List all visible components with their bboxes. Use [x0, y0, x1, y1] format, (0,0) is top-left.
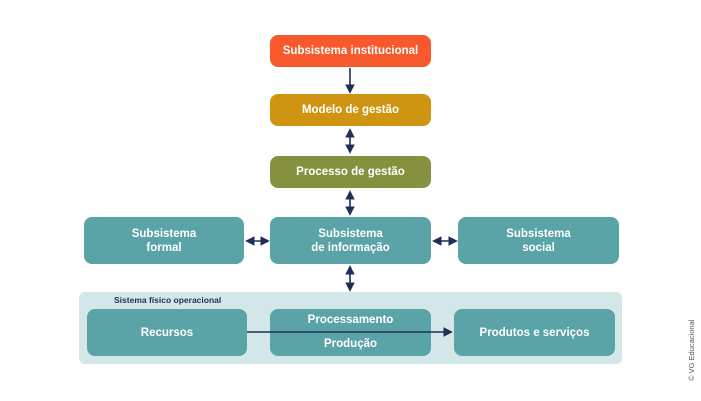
- copyright-credit: © VG Educacional: [687, 319, 696, 381]
- node-label: Modelo de gestão: [301, 104, 400, 116]
- node-subsistema-formal: Subsistema formal: [84, 217, 244, 264]
- node-label-line1: Subsistema: [131, 227, 197, 240]
- node-recursos: Recursos: [87, 309, 247, 356]
- node-label-line2: social: [522, 241, 555, 254]
- node-modelo-de-gestao: Modelo de gestão: [270, 94, 431, 126]
- node-label: Recursos: [140, 326, 194, 339]
- node-produtos-e-servicos: Produtos e serviços: [454, 309, 615, 356]
- node-subsistema-de-informacao: Subsistema de informação: [270, 217, 431, 264]
- node-label-line1: Subsistema: [506, 227, 571, 240]
- node-label-line2: formal: [146, 241, 182, 254]
- node-label-line1: Subsistema: [318, 227, 383, 240]
- node-label: Processo de gestão: [296, 166, 405, 178]
- node-label-line2: Produção: [323, 338, 378, 350]
- node-processo-de-gestao: Processo de gestão: [270, 156, 431, 188]
- node-label-line2: de informação: [311, 241, 390, 254]
- panel-label: Sistema físico operacional: [114, 295, 222, 305]
- node-subsistema-institucional: Subsistema institucional: [270, 35, 431, 67]
- node-label: Subsistema institucional: [282, 45, 419, 57]
- node-subsistema-social: Subsistema social: [458, 217, 619, 264]
- node-label: Produtos e serviços: [479, 326, 590, 339]
- node-label-line1: Processamento: [307, 314, 394, 326]
